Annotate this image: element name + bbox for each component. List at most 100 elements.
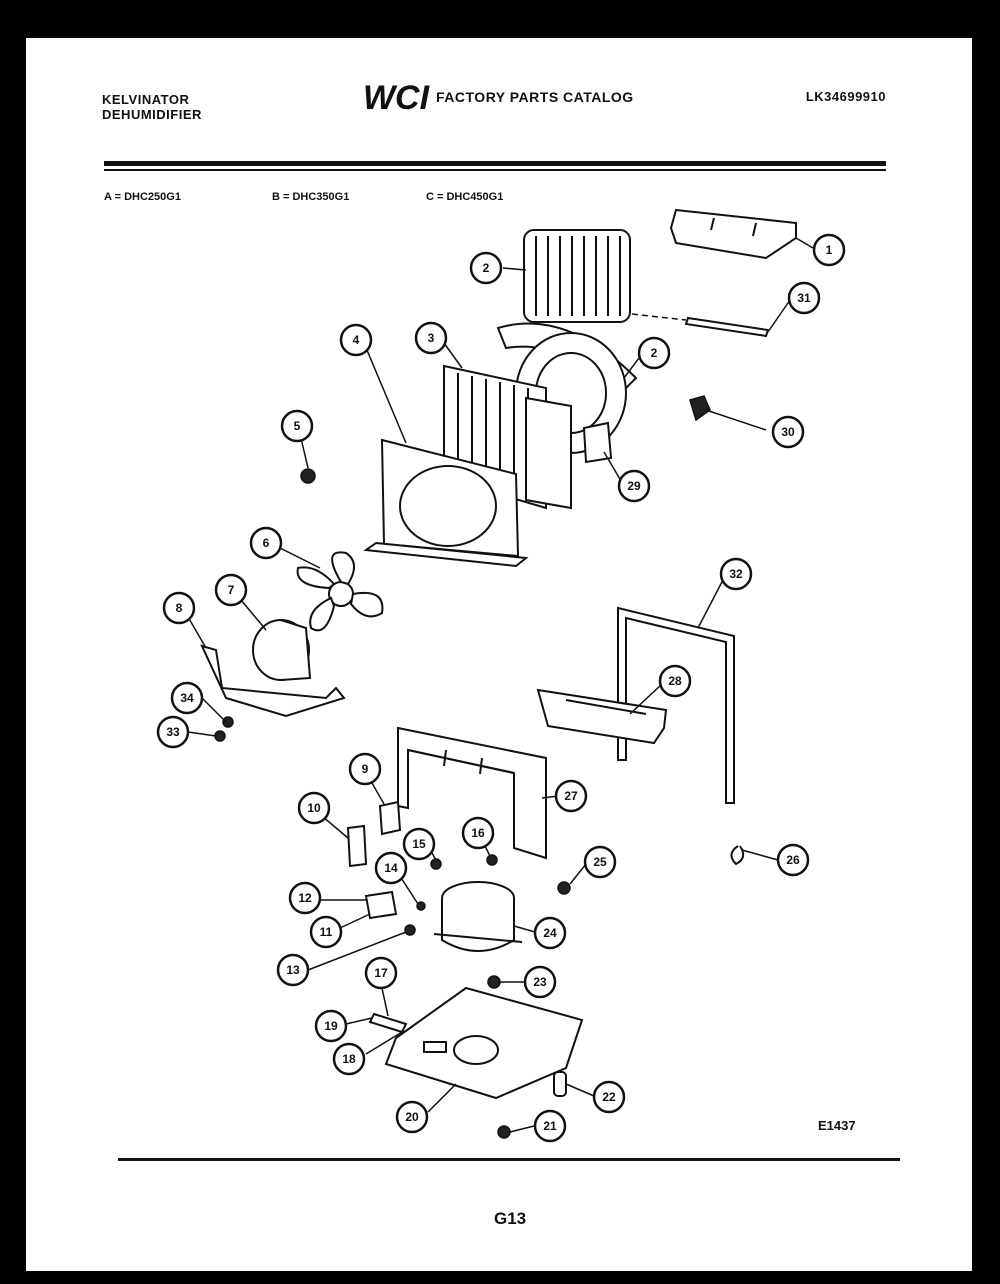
catalog-title: FACTORY PARTS CATALOG bbox=[436, 89, 634, 105]
callout-25: 25 bbox=[583, 845, 617, 879]
callout-17: 17 bbox=[364, 956, 398, 990]
svg-text:8: 8 bbox=[176, 601, 183, 615]
part-clip bbox=[689, 395, 711, 422]
callout-34: 34 bbox=[170, 681, 204, 715]
part-plug-22 bbox=[553, 1071, 567, 1097]
part-small-fasteners bbox=[416, 854, 498, 911]
svg-text:15: 15 bbox=[412, 837, 426, 851]
part-relay-bracket bbox=[378, 800, 402, 836]
callout-16: 16 bbox=[461, 816, 495, 850]
svg-text:16: 16 bbox=[471, 826, 485, 840]
callout-21: 21 bbox=[533, 1109, 567, 1143]
svg-text:2: 2 bbox=[651, 346, 658, 360]
callout-5: 5 bbox=[280, 409, 314, 443]
part-grille bbox=[523, 229, 631, 323]
exploded-parts-diagram: 1 2 31 2 3 4 5 30 29 6 32 7 8 28 34 33 9… bbox=[156, 208, 846, 1143]
callout-33: 33 bbox=[156, 715, 190, 749]
svg-text:29: 29 bbox=[627, 479, 641, 493]
svg-text:11: 11 bbox=[320, 925, 333, 939]
svg-text:1: 1 bbox=[826, 243, 833, 257]
wci-logo: WCI bbox=[363, 79, 430, 115]
part-cabinet bbox=[397, 726, 547, 860]
svg-text:14: 14 bbox=[384, 861, 398, 875]
part-screw-21 bbox=[497, 1125, 511, 1139]
svg-text:26: 26 bbox=[786, 853, 800, 867]
callout-28: 28 bbox=[658, 664, 692, 698]
model-b: B = DHC350G1 bbox=[272, 191, 350, 203]
callout-22: 22 bbox=[592, 1080, 626, 1114]
svg-text:19: 19 bbox=[324, 1019, 338, 1033]
part-grommet-23 bbox=[487, 975, 501, 989]
callout-26: 26 bbox=[776, 843, 810, 877]
svg-text:20: 20 bbox=[405, 1110, 419, 1124]
part-switch bbox=[346, 824, 368, 868]
callout-11: 11 bbox=[309, 915, 343, 949]
header-rule bbox=[104, 161, 886, 166]
svg-text:10: 10 bbox=[307, 801, 321, 815]
callout-8: 8 bbox=[162, 591, 196, 625]
part-orifice-panel bbox=[363, 438, 529, 568]
svg-text:WCI: WCI bbox=[363, 79, 430, 115]
svg-text:18: 18 bbox=[342, 1052, 356, 1066]
callout-20: 20 bbox=[395, 1100, 429, 1134]
callout-14: 14 bbox=[374, 851, 408, 885]
part-clip-26 bbox=[730, 845, 745, 866]
callout-12: 12 bbox=[288, 881, 322, 915]
part-overload bbox=[364, 890, 398, 920]
callout-18: 18 bbox=[332, 1042, 366, 1076]
model-c: C = DHC450G1 bbox=[426, 191, 504, 203]
callout-2a: 2 bbox=[469, 251, 503, 285]
product-type: DEHUMIDIFIER bbox=[102, 107, 202, 122]
part-fan-motor bbox=[252, 619, 312, 681]
part-valve-25 bbox=[557, 881, 571, 895]
callout-23: 23 bbox=[523, 965, 557, 999]
part-top-cover bbox=[669, 208, 797, 260]
header-rule-thin bbox=[104, 169, 886, 171]
callout-2b: 2 bbox=[637, 336, 671, 370]
brand-block: KELVINATOR DEHUMIDIFIER bbox=[102, 92, 202, 122]
part-grommet bbox=[404, 924, 416, 936]
callout-6: 6 bbox=[249, 526, 283, 560]
svg-text:5: 5 bbox=[294, 419, 301, 433]
callout-31: 31 bbox=[787, 281, 821, 315]
callout-10: 10 bbox=[297, 791, 331, 825]
callout-15: 15 bbox=[402, 827, 436, 861]
model-a: A = DHC250G1 bbox=[104, 191, 181, 203]
svg-text:21: 21 bbox=[543, 1119, 557, 1133]
footer-rule bbox=[118, 1158, 900, 1161]
svg-text:17: 17 bbox=[374, 966, 388, 980]
part-base-pan bbox=[384, 986, 584, 1100]
svg-text:23: 23 bbox=[533, 975, 547, 989]
catalog-header: WCI FACTORY PARTS CATALOG bbox=[362, 79, 634, 115]
svg-text:22: 22 bbox=[602, 1090, 616, 1104]
svg-text:31: 31 bbox=[797, 291, 811, 305]
part-nut-washer bbox=[214, 716, 234, 742]
part-handle-frame bbox=[617, 606, 735, 804]
callout-32: 32 bbox=[719, 557, 753, 591]
callout-3: 3 bbox=[414, 321, 448, 355]
svg-text:27: 27 bbox=[564, 789, 578, 803]
svg-text:28: 28 bbox=[668, 674, 682, 688]
callout-30: 30 bbox=[771, 415, 805, 449]
svg-text:25: 25 bbox=[593, 855, 607, 869]
catalog-part-number: LK34699910 bbox=[805, 89, 886, 104]
callout-24: 24 bbox=[533, 916, 567, 950]
part-drain-fitting bbox=[368, 1012, 408, 1034]
figure-code: E1437 bbox=[818, 1118, 856, 1133]
catalog-page: KELVINATOR DEHUMIDIFIER WCI FACTORY PART… bbox=[26, 38, 972, 1271]
brand-name: KELVINATOR bbox=[102, 92, 190, 107]
svg-text:33: 33 bbox=[166, 725, 180, 739]
svg-text:12: 12 bbox=[298, 891, 312, 905]
svg-text:7: 7 bbox=[228, 583, 235, 597]
part-motor-bracket bbox=[200, 644, 346, 718]
part-screw-5 bbox=[300, 468, 316, 484]
svg-text:30: 30 bbox=[781, 425, 795, 439]
part-fan-blade bbox=[296, 551, 384, 632]
svg-text:3: 3 bbox=[428, 331, 435, 345]
svg-text:13: 13 bbox=[286, 963, 300, 977]
callout-27: 27 bbox=[554, 779, 588, 813]
callout-7: 7 bbox=[214, 573, 248, 607]
callout-19: 19 bbox=[314, 1009, 348, 1043]
callout-9: 9 bbox=[348, 752, 382, 786]
callout-4: 4 bbox=[339, 323, 373, 357]
